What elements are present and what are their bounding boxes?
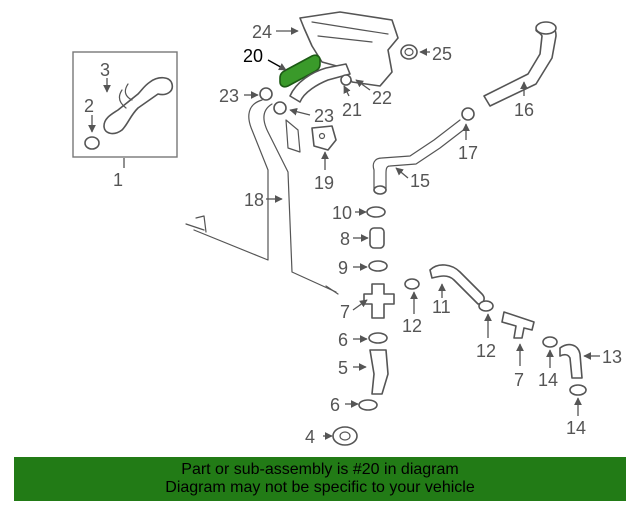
callout-14a: 14 — [538, 370, 558, 390]
callout-12b: 12 — [476, 341, 496, 361]
part-5-hose — [353, 349, 389, 395]
callout-4: 4 — [305, 427, 315, 447]
callout-21: 21 — [342, 100, 362, 120]
part-15-pipe — [372, 119, 467, 195]
part-13-hose — [559, 343, 600, 379]
callout-labels: 1 2 3 4 5 6 6 7 7 8 9 10 11 12 12 13 14 … — [84, 22, 622, 447]
part-6-clamp-upper — [353, 332, 388, 344]
callout-10: 10 — [332, 203, 352, 223]
callout-13: 13 — [602, 347, 622, 367]
callout-6a: 6 — [338, 330, 348, 350]
part-25-oring — [400, 44, 430, 60]
callout-5: 5 — [338, 358, 348, 378]
clip-3-shape — [118, 83, 133, 109]
part-8-fitting — [353, 227, 385, 249]
info-banner: Part or sub-assembly is #20 in diagram D… — [14, 457, 626, 501]
callout-7a: 7 — [340, 302, 350, 322]
callout-2: 2 — [84, 96, 94, 116]
ring-2-shape — [84, 136, 100, 150]
part-4-fitting — [323, 426, 358, 446]
callout-7b: 7 — [514, 370, 524, 390]
part-7-connector-right — [501, 311, 535, 366]
callout-12a: 12 — [402, 316, 422, 336]
callout-3: 3 — [100, 60, 110, 80]
part-10-clamp — [355, 206, 386, 218]
callout-15: 15 — [410, 171, 430, 191]
callout-11: 11 — [432, 297, 451, 317]
callout-24: 24 — [252, 22, 272, 42]
callout-14b: 14 — [566, 418, 586, 438]
part-19-bracket — [311, 125, 337, 170]
callout-17: 17 — [458, 143, 478, 163]
part-24-manifold — [276, 11, 399, 87]
inset-assembly-1 — [72, 51, 178, 168]
callout-16: 16 — [514, 100, 534, 120]
part-14-clamp-upper — [542, 336, 558, 368]
part-18-pipe — [185, 99, 339, 295]
part-16-hose — [483, 21, 557, 107]
callout-19: 19 — [314, 173, 334, 193]
banner-line-2: Diagram may not be specific to your vehi… — [165, 479, 475, 496]
part-7-connector-center — [352, 283, 395, 319]
callout-1: 1 — [113, 170, 123, 190]
callout-18: 18 — [244, 190, 264, 210]
callout-25: 25 — [432, 44, 452, 64]
callout-9: 9 — [338, 258, 348, 278]
banner-line-1: Part or sub-assembly is #20 in diagram — [181, 461, 459, 478]
callout-23a: 23 — [219, 86, 239, 106]
part-14-clamp-lower — [569, 384, 587, 416]
callout-23b: 23 — [314, 106, 334, 126]
part-6-clamp-lower — [345, 399, 378, 411]
callout-22: 22 — [372, 88, 392, 108]
part-17-clamp — [461, 107, 475, 140]
part-9-clamp — [353, 260, 388, 272]
hose-below-20 — [244, 63, 371, 116]
callout-20: 20 — [243, 46, 263, 66]
part-12-clamp-lower — [478, 300, 494, 338]
callout-6b: 6 — [330, 395, 340, 415]
callout-8: 8 — [340, 229, 350, 249]
part-12-clamp-upper — [404, 278, 420, 314]
